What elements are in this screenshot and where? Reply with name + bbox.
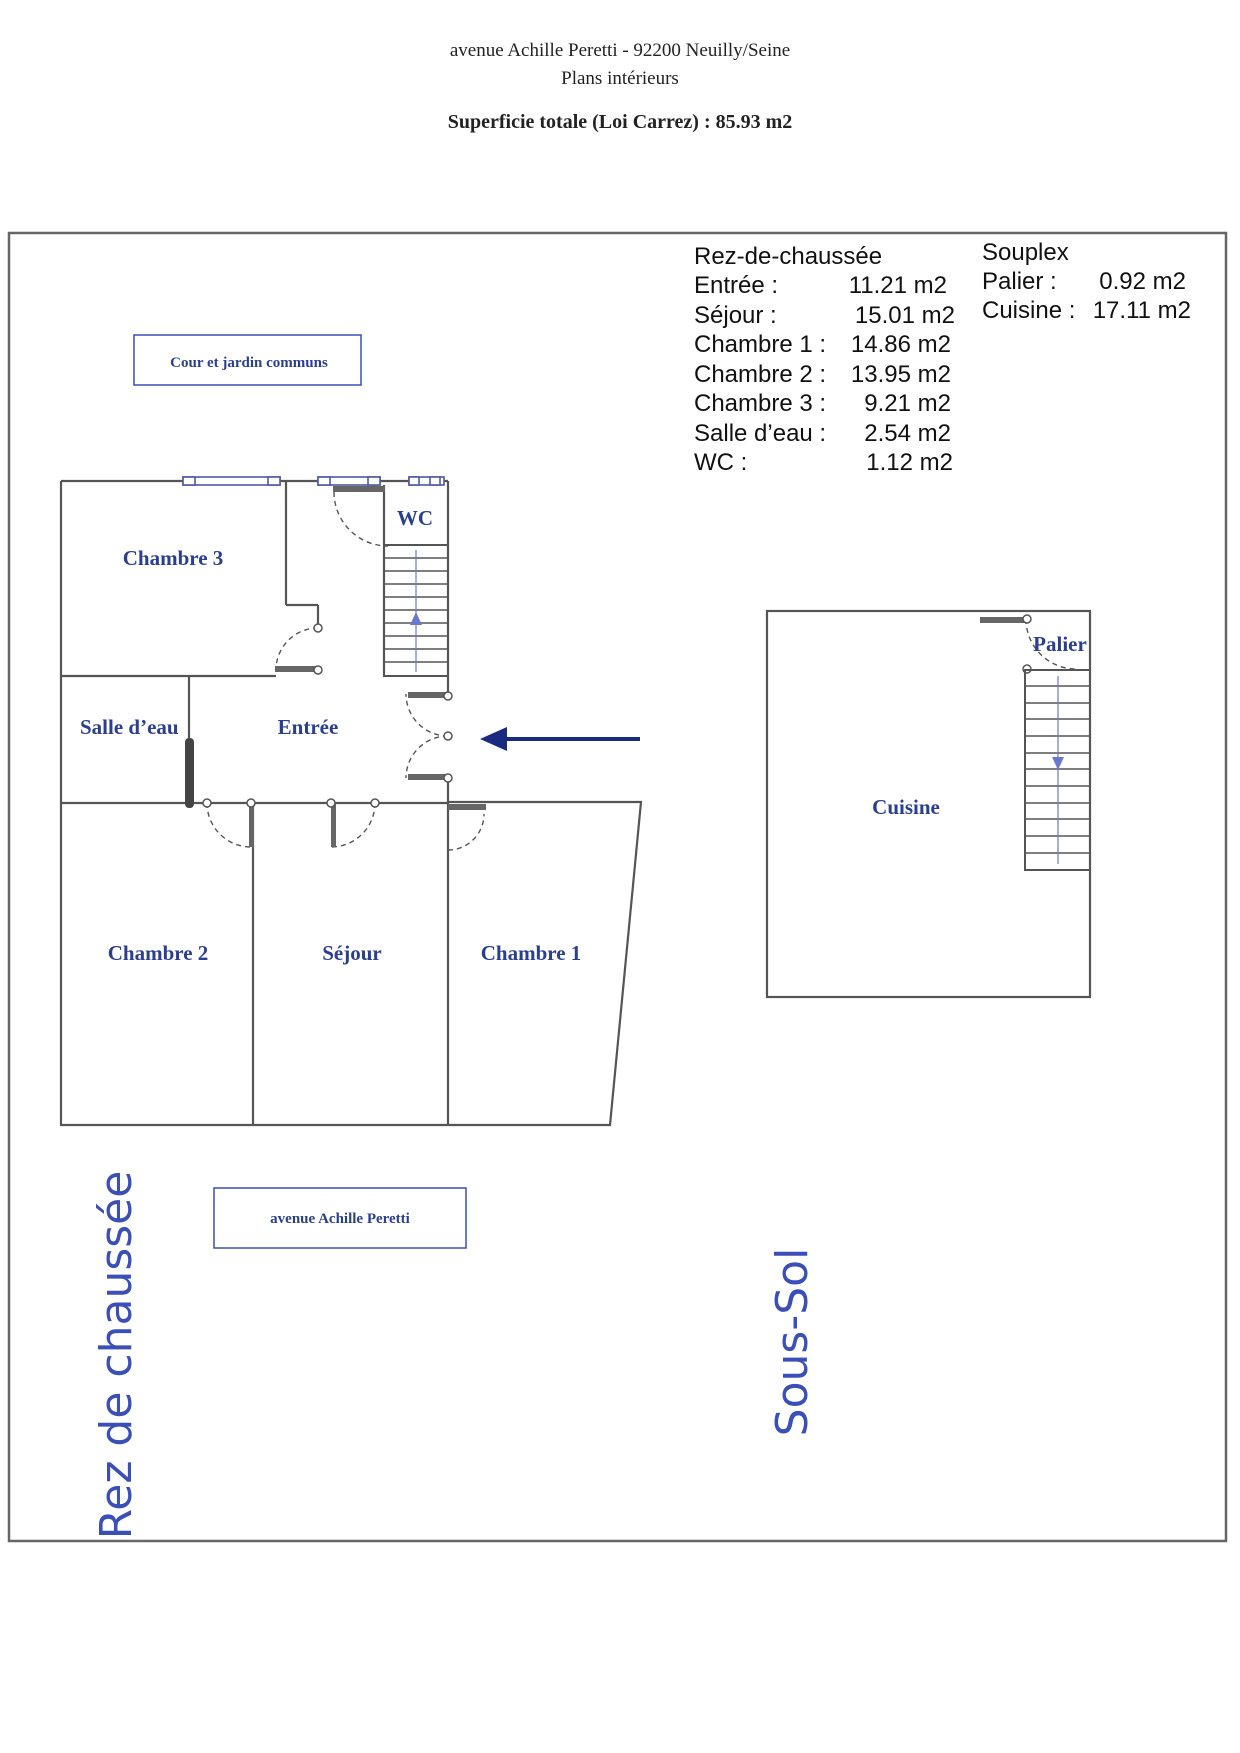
- sign-cour-text: Cour et jardin communs: [170, 355, 328, 371]
- area-value: 0.92 m2: [1099, 268, 1186, 295]
- area-list-rdc: Rez-de-chaussée Entrée : 11.21 m2 Séjour…: [694, 243, 955, 476]
- room-label-entree: Entrée: [278, 715, 339, 739]
- room-label-palier: Palier: [1033, 632, 1087, 656]
- area-value: 9.21 m2: [864, 390, 951, 417]
- plan-subtitle: Plans intérieurs: [561, 68, 679, 89]
- outer-frame: [7, 231, 1228, 1543]
- sign-cour: Cour et jardin communs: [133, 334, 362, 386]
- area-list-souplex: Souplex Palier : 0.92 m2 Cuisine : 17.11…: [982, 239, 1191, 324]
- doors: [185, 486, 486, 851]
- stairs-down-arrow-icon: [1052, 757, 1064, 770]
- room-label-sejour: Séjour: [322, 941, 382, 965]
- room-label-chambre-2: Chambre 2: [108, 941, 209, 965]
- room-label-cuisine: Cuisine: [872, 795, 940, 819]
- area-label: Salle d’eau :: [694, 420, 826, 447]
- stairs-up-arrow-icon: [410, 612, 422, 625]
- sign-avenue: avenue Achille Peretti: [213, 1187, 467, 1249]
- area-value: 15.01 m2: [855, 302, 955, 329]
- area-title-souplex: Souplex: [982, 239, 1069, 266]
- area-label: Entrée :: [694, 272, 778, 299]
- area-label: Chambre 2 :: [694, 361, 826, 388]
- room-label-chambre-3: Chambre 3: [123, 546, 224, 570]
- sign-avenue-text: avenue Achille Peretti: [270, 1211, 410, 1227]
- area-value: 14.86 m2: [851, 331, 951, 358]
- basement-walls: [765, 609, 1092, 999]
- level-label-sous-sol: Sous-Sol: [767, 1248, 818, 1437]
- area-value: 11.21 m2: [849, 272, 947, 299]
- area-label: Chambre 1 :: [694, 331, 826, 358]
- stairs-ground: [383, 544, 449, 677]
- area-label: Cuisine :: [982, 297, 1075, 324]
- area-label: Chambre 3 :: [694, 390, 826, 417]
- area-title-rdc: Rez-de-chaussée: [694, 243, 882, 270]
- address-line: avenue Achille Peretti - 92200 Neuilly/S…: [449, 40, 791, 61]
- area-label: Séjour :: [694, 302, 777, 329]
- area-label: WC :: [694, 449, 747, 476]
- ground-floor-walls: [59, 479, 643, 1127]
- level-label-rez: Rez de chaussée: [91, 1171, 142, 1540]
- area-value: 13.95 m2: [851, 361, 951, 388]
- room-label-salle-eau: Salle d’eau: [80, 715, 179, 739]
- area-value: 17.11 m2: [1093, 297, 1191, 324]
- area-label: Palier :: [982, 268, 1057, 295]
- entrance-arrow-icon: [480, 727, 640, 751]
- area-value: 2.54 m2: [864, 420, 951, 447]
- room-label-chambre-1: Chambre 1: [481, 941, 582, 965]
- area-value: 1.12 m2: [866, 449, 953, 476]
- total-area: Superficie totale (Loi Carrez) : 85.93 m…: [447, 111, 793, 133]
- windows: [182, 476, 445, 486]
- room-label-wc: WC: [397, 506, 433, 530]
